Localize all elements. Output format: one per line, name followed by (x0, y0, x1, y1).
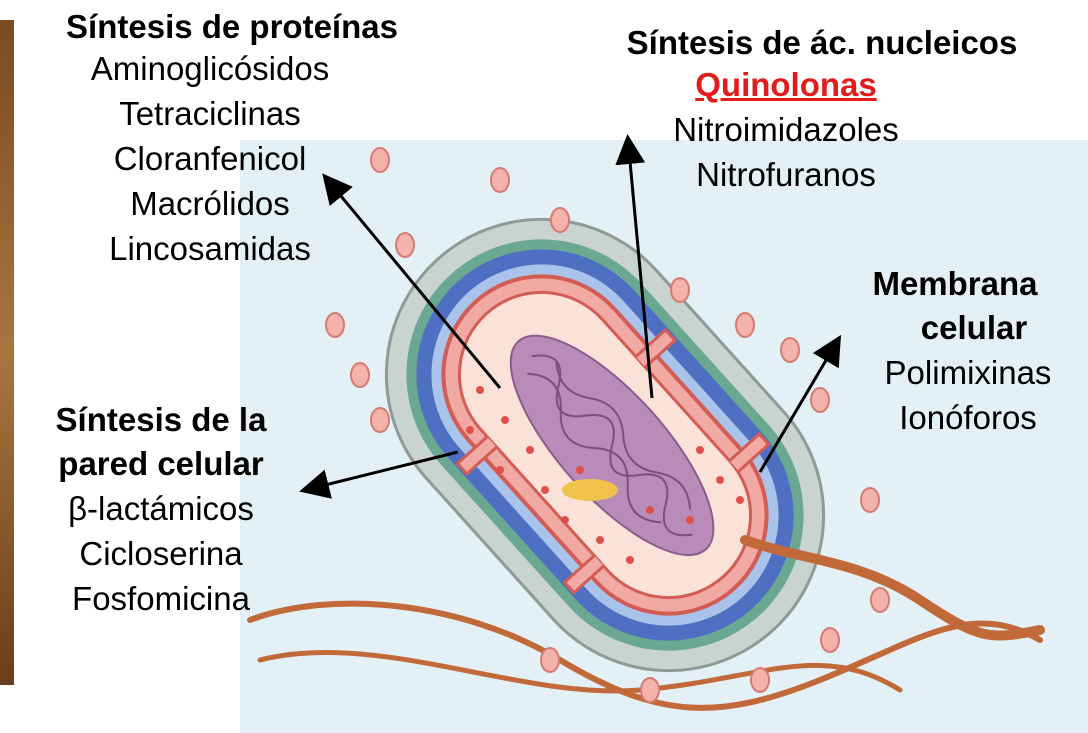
group-membrana-title-line2: celular (868, 306, 1080, 350)
drug-item: Polimixinas (856, 350, 1080, 395)
drug-item: β-lactámicos (16, 486, 306, 531)
group-proteinas-title: Síntesis de proteínas (22, 8, 442, 46)
group-proteinas: Síntesis de proteínas Aminoglicósidos Te… (22, 8, 442, 271)
group-pared-title-line2: pared celular (16, 442, 306, 486)
drug-item-highlight: Quinolonas (490, 62, 1082, 107)
drug-item: Nitroimidazoles (490, 107, 1082, 152)
drug-item: Aminoglicósidos (0, 46, 442, 91)
drug-item: Tetraciclinas (0, 91, 442, 136)
group-acidos-title: Síntesis de ác. nucleicos (562, 24, 1082, 62)
group-pared-title-line1: Síntesis de la (16, 398, 306, 442)
group-membrana: Membrana celular Polimixinas Ionóforos (830, 262, 1080, 440)
drug-item: Macrólidos (0, 181, 442, 226)
plasmid (562, 479, 618, 501)
drug-item: Ionóforos (856, 395, 1080, 440)
drug-item: Cicloserina (16, 531, 306, 576)
drug-item: Nitrofuranos (490, 152, 1082, 197)
drug-item: Fosfomicina (16, 576, 306, 621)
group-acidos-nucleicos: Síntesis de ác. nucleicos Quinolonas Nit… (562, 24, 1082, 197)
drug-item: Lincosamidas (0, 226, 442, 271)
group-membrana-title-line1: Membrana (830, 262, 1080, 306)
drug-item: Cloranfenicol (0, 136, 442, 181)
group-pared: Síntesis de la pared celular β-lactámico… (16, 398, 306, 621)
